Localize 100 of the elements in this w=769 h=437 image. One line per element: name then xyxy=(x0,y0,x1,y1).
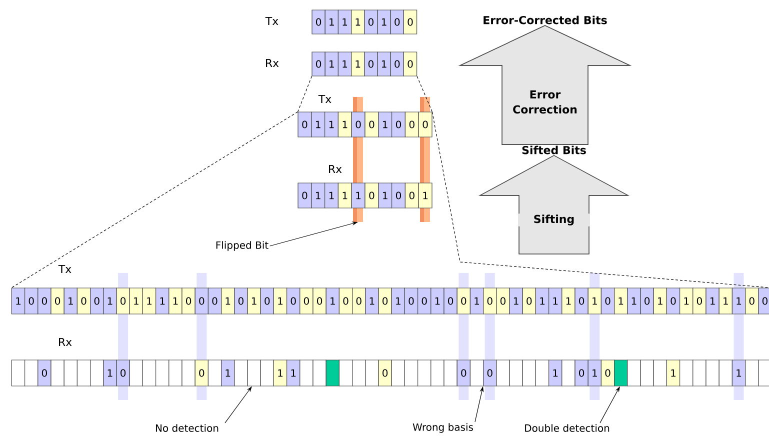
bit-cell: 0 xyxy=(351,112,366,138)
bit-cell: 0 xyxy=(300,288,314,314)
bit-cell: 1 xyxy=(273,360,288,386)
bit-cell: 1 xyxy=(365,288,379,314)
bit-cell: 1 xyxy=(326,288,340,314)
bit-cell: 0 xyxy=(234,288,248,314)
bit-cell: 0 xyxy=(24,288,38,314)
bit-cell: 1 xyxy=(338,112,352,138)
bit-cell: 1 xyxy=(221,360,235,386)
bit-cell: 0 xyxy=(182,288,196,314)
bit-cell: 0 xyxy=(378,288,392,314)
bit-cell: 1 xyxy=(103,288,117,314)
bit-cell: 1 xyxy=(156,288,170,314)
section-heading: Sifted Bits xyxy=(522,146,586,154)
bit-cell: 1 xyxy=(548,360,562,386)
bit-cell: 0 xyxy=(574,360,588,386)
bit-cell: 1 xyxy=(351,10,365,34)
bit-cell: 0 xyxy=(483,288,497,314)
row-label: Rx xyxy=(266,59,279,67)
bit-cell: 0 xyxy=(390,10,404,34)
bit-cell: 0 xyxy=(364,52,378,76)
bit-cell: 0 xyxy=(312,52,326,76)
bit-cell: 1 xyxy=(509,288,523,314)
bit-cell: 0 xyxy=(483,360,497,386)
bit-cell: 0 xyxy=(640,288,654,314)
bit-cell: 0 xyxy=(378,360,392,386)
bit-cell: 1 xyxy=(562,288,576,314)
annotation-text: Wrong basis xyxy=(412,423,473,433)
bit-cell: 1 xyxy=(64,288,78,314)
bit-cell: 0 xyxy=(298,182,312,208)
bit-cell: 1 xyxy=(653,288,667,314)
bit-cell: 0 xyxy=(38,288,52,314)
bit-cell: 1 xyxy=(418,182,432,208)
row-label: Tx xyxy=(58,265,72,273)
annotation-text: Double detection xyxy=(525,424,610,432)
bit-cell: 1 xyxy=(588,288,602,314)
bit-cell: 0 xyxy=(444,288,458,314)
bit-cell: 1 xyxy=(324,52,338,76)
bit-cell: 0 xyxy=(76,288,91,314)
zoom-line xyxy=(416,76,432,112)
bit-cell: 0 xyxy=(404,288,418,314)
bit-cell: 1 xyxy=(732,288,746,314)
bit-cell: 1 xyxy=(286,360,300,386)
bit-cell: 1 xyxy=(666,360,680,386)
bit-cell: 0 xyxy=(666,288,680,314)
bit-cell: 0 xyxy=(390,52,404,76)
row-label: Tx xyxy=(318,95,332,103)
bit-cell: 0 xyxy=(574,288,588,314)
bit-cell: 1 xyxy=(324,182,338,208)
bit-cell: 0 xyxy=(392,182,406,208)
row-label: Rx xyxy=(329,165,342,173)
bit-cell: 1 xyxy=(247,288,261,314)
bit-cell: 0 xyxy=(392,112,406,138)
bit-cell: 0 xyxy=(260,288,274,314)
bit-cell: 1 xyxy=(324,112,338,138)
bit-cell: 0 xyxy=(298,112,312,138)
bit-cell: 1 xyxy=(627,288,641,314)
row-label: Tx xyxy=(265,17,278,25)
bit-cell: 0 xyxy=(692,288,706,314)
bit-cell: 0 xyxy=(418,288,432,314)
zoom-line xyxy=(11,112,298,288)
bit-cell: 0 xyxy=(403,52,418,76)
bit-cell: 1 xyxy=(311,112,326,138)
bit-cell: 1 xyxy=(338,10,352,34)
bit-cell: 1 xyxy=(391,288,405,314)
bit-cell: 0 xyxy=(208,288,222,314)
bit-cell: 1 xyxy=(588,360,602,386)
row-label: Rx xyxy=(59,338,72,346)
bit-cell: 1 xyxy=(706,288,720,314)
bit-cell: 0 xyxy=(522,288,536,314)
bit-cell: 1 xyxy=(377,52,391,76)
arrow-label: Error Correction xyxy=(509,89,581,115)
bit-cell: 0 xyxy=(116,360,130,386)
bit-cell: 1 xyxy=(377,10,391,34)
annotation-text: Flipped Bit xyxy=(216,241,268,251)
bit-cell: 1 xyxy=(430,288,444,314)
bit-cell: 0 xyxy=(600,288,615,314)
arrow-label: Sifting xyxy=(518,214,590,226)
bit-cell: 0 xyxy=(364,10,378,34)
bit-cell: 0 xyxy=(286,288,300,314)
bit-cell: 0 xyxy=(352,288,366,314)
bit-cell: 1 xyxy=(129,288,143,314)
bit-cell: 0 xyxy=(194,360,208,386)
bit-cell: 0 xyxy=(364,112,379,138)
zoom-line xyxy=(432,112,769,288)
bit-cell: 0 xyxy=(404,182,419,208)
bit-cell: 1 xyxy=(351,52,365,76)
bit-cell: 0 xyxy=(50,288,64,314)
bit-cell: 0 xyxy=(312,10,326,34)
bit-cell: 1 xyxy=(680,288,694,314)
bit-cell: 0 xyxy=(116,288,130,314)
bit-cell: 0 xyxy=(38,360,52,386)
bit-cell: 1 xyxy=(378,112,392,138)
bit-cell: 0 xyxy=(403,10,418,34)
bit-cell: 1 xyxy=(273,288,288,314)
bit-cell: 1 xyxy=(718,288,732,314)
bit-cell: 1 xyxy=(311,182,326,208)
bit-cell: 1 xyxy=(338,52,352,76)
bit-cell: 0 xyxy=(600,360,615,386)
bit-cell: 0 xyxy=(194,288,208,314)
